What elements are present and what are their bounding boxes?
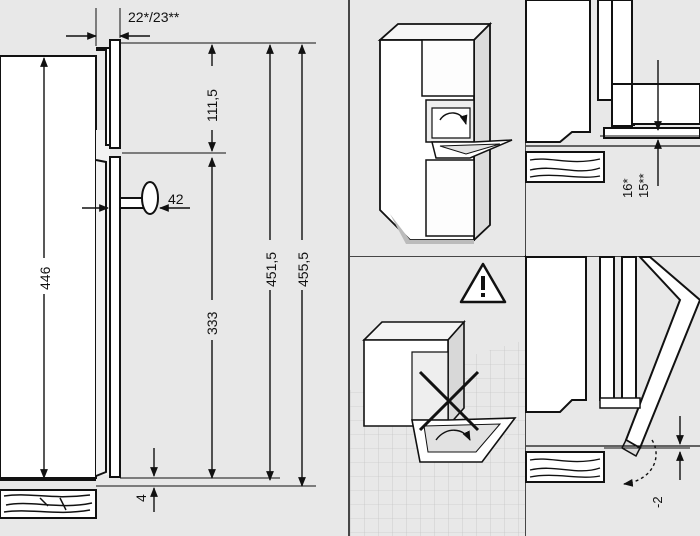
dim-plinth-b-label: 15**	[636, 173, 651, 198]
plinth-detail-top: 16* 15**	[525, 0, 700, 256]
dim-handle-label: 42	[168, 191, 184, 207]
warning-triangle-icon	[459, 262, 507, 304]
plinth-detail-bottom: -2	[525, 256, 700, 536]
dim-plinth-a-label: 16*	[620, 178, 635, 198]
left-panel: 22*/23** 111,5 333 451,5 455,5 446 4	[0, 0, 348, 536]
dim-offset-label: -2	[650, 496, 665, 508]
dim-door-height-label: 333	[204, 311, 220, 335]
dim-top-gap-label: 111,5	[204, 89, 220, 122]
dim-depth-label: 22*/23**	[128, 9, 180, 25]
cabinet-illustration	[350, 0, 525, 256]
dim-height-right-label: 455,5	[295, 252, 311, 287]
floor-plinth	[0, 479, 97, 519]
dim-bottom-gap-label: 4	[133, 494, 149, 502]
door-panel	[109, 156, 121, 478]
dim-height-left-label: 446	[37, 266, 53, 290]
dim-height-mid-label: 451,5	[263, 252, 279, 287]
door-handle	[119, 181, 159, 215]
warning-illustration	[350, 257, 525, 536]
